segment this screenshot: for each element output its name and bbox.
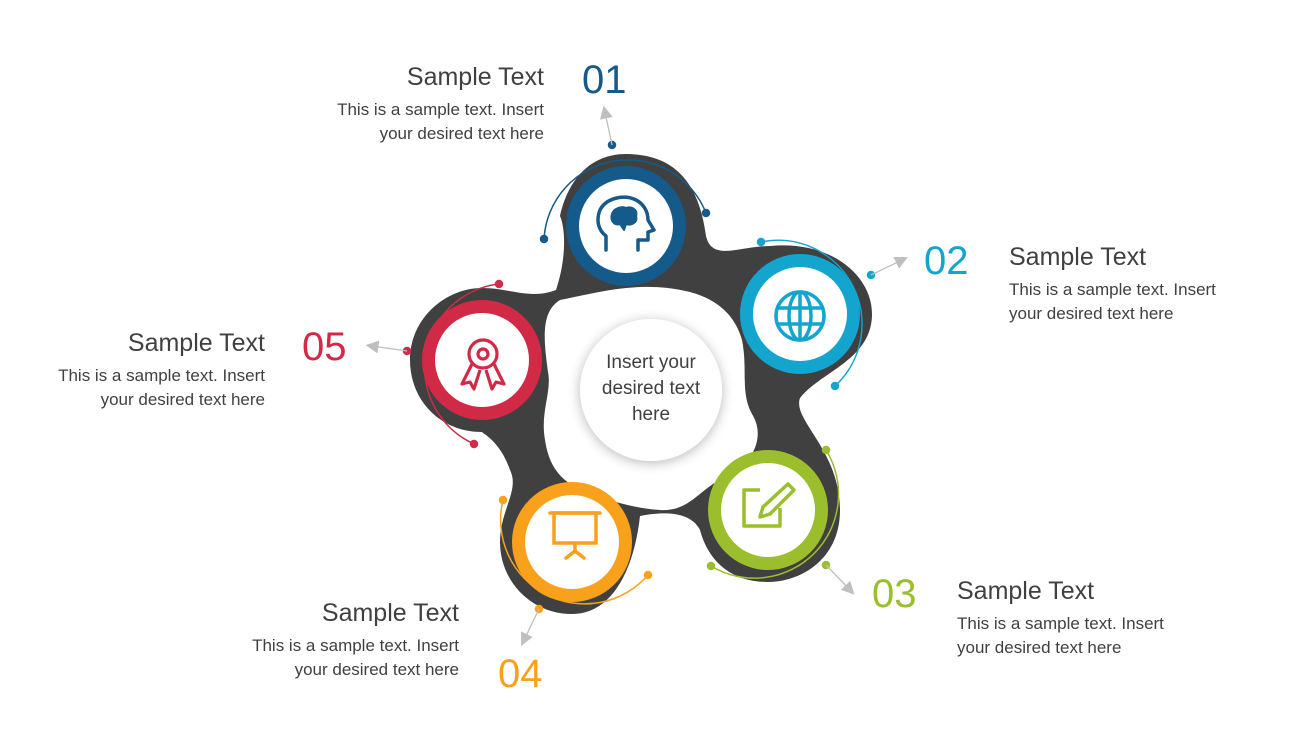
center-text: Insert your desired text here — [580, 350, 722, 428]
step-text-01: Sample Text This is a sample text. Inser… — [337, 62, 544, 146]
step-description: This is a sample text. Insert your desir… — [252, 636, 459, 679]
step-title: Sample Text — [127, 329, 265, 357]
step-circle-01 — [566, 166, 686, 286]
center-circle — [580, 319, 722, 461]
arrow-04 — [520, 608, 540, 646]
step-circle-02 — [740, 254, 860, 374]
step-description: This is a sample text. Insert your desir… — [1009, 280, 1216, 323]
step-text-03: Sample Text This is a sample text. Inser… — [957, 576, 1164, 660]
step-circle-05 — [422, 300, 542, 420]
step-title: Sample Text — [321, 599, 459, 627]
step-description: This is a sample text. Insert your desir… — [957, 614, 1164, 657]
center-text-line2: desired text — [601, 378, 701, 399]
arc-01 — [539, 140, 711, 244]
step-description: This is a sample text. Insert your desir… — [58, 366, 265, 409]
globe-icon — [774, 290, 826, 342]
arrow-05 — [365, 340, 408, 354]
step-number-02: 02 — [924, 239, 969, 283]
award-ribbon-icon — [460, 338, 506, 391]
step-number-01: 01 — [582, 58, 627, 102]
step-title: Sample Text — [1009, 243, 1147, 271]
arrow-01 — [599, 105, 613, 146]
arrow-02 — [870, 256, 908, 276]
step-text-02: Sample Text This is a sample text. Inser… — [1009, 242, 1216, 326]
step-text-05: Sample Text This is a sample text. Inser… — [58, 328, 265, 412]
step-circle-04 — [512, 482, 632, 602]
arc-03 — [706, 445, 840, 579]
step-number-04: 04 — [498, 652, 543, 696]
presentation-board-icon — [548, 511, 602, 560]
step-number-03: 03 — [872, 572, 917, 616]
center-text-line3: here — [631, 404, 671, 425]
step-number-05: 05 — [302, 325, 347, 369]
step-title: Sample Text — [957, 577, 1095, 605]
arrow-03 — [825, 564, 855, 595]
head-brain-icon — [596, 195, 656, 252]
arrows — [365, 105, 908, 646]
edit-pencil-icon — [742, 482, 796, 528]
step-title: Sample Text — [406, 63, 544, 91]
center-text-line1: Insert your — [606, 352, 696, 373]
step-text-04: Sample Text This is a sample text. Inser… — [252, 598, 459, 682]
step-circle-03 — [708, 450, 828, 570]
step-description: This is a sample text. Insert your desir… — [337, 100, 544, 143]
